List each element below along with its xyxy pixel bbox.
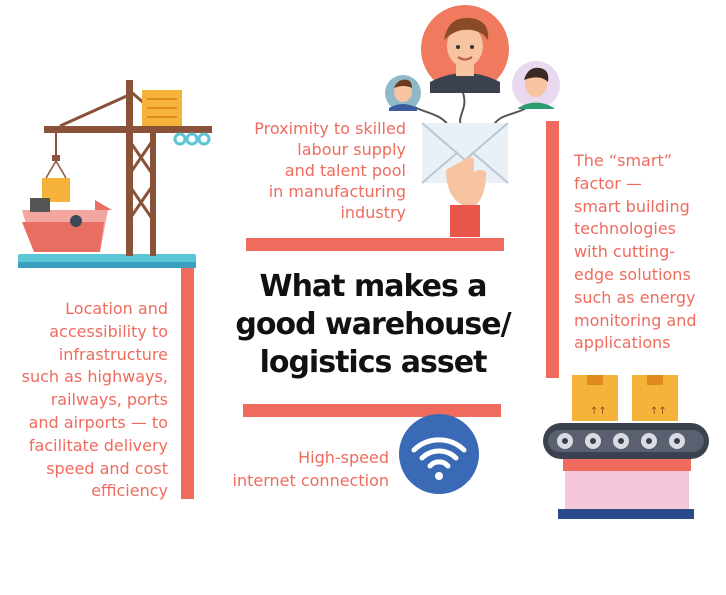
caption-line: railways, ports	[50, 390, 168, 410]
connector-bar-right-vertical	[546, 121, 559, 378]
caption-internet: High-speed internet connection	[233, 446, 390, 492]
people-envelope-icon	[385, 5, 560, 237]
caption-talent: Proximity to skilled labour supply and t…	[254, 118, 406, 223]
caption-line: speed and cost	[46, 458, 168, 478]
caption-smart-factor: The “smart” factor — smart building tech…	[574, 150, 697, 355]
svg-text:↑↑: ↑↑	[590, 406, 607, 417]
caption-line: technologies	[574, 219, 676, 239]
caption-line: factor —	[574, 173, 642, 193]
caption-line: applications	[574, 333, 671, 353]
wifi-icon	[399, 414, 479, 494]
connector-bar-top	[246, 238, 504, 251]
title-line: logistics asset	[259, 345, 488, 380]
caption-line: edge solutions	[574, 264, 691, 284]
diagram-title: What makes a good warehouse/ logistics a…	[232, 268, 514, 382]
caption-line: such as energy	[574, 287, 696, 307]
caption-line: industry	[340, 203, 406, 222]
connector-bar-middle	[243, 404, 501, 417]
connector-bar-left-vertical	[181, 266, 194, 499]
caption-line: infrastructure	[58, 344, 168, 364]
caption-line: facilitate delivery	[28, 435, 168, 455]
ship-crane-icon	[18, 80, 212, 268]
title-line: What makes a	[259, 269, 487, 304]
caption-line: efficiency	[91, 481, 168, 501]
caption-line: Proximity to skilled	[254, 119, 406, 138]
conveyor-boxes-icon: ↑↑ ↑↑	[543, 375, 709, 519]
caption-line: internet connection	[232, 471, 390, 490]
caption-line: The “smart”	[574, 151, 672, 170]
caption-line: in manufacturing	[268, 182, 406, 201]
caption-line: and talent pool	[284, 161, 406, 180]
caption-line: labour supply	[297, 140, 406, 159]
title-line: good warehouse/	[235, 307, 511, 342]
caption-line: smart building	[574, 196, 690, 216]
caption-line: monitoring and	[574, 310, 697, 330]
caption-line: and airports — to	[28, 412, 168, 432]
caption-line: Location and	[65, 299, 168, 318]
caption-line: with cutting-	[574, 242, 676, 262]
svg-text:↑↑: ↑↑	[650, 406, 667, 417]
caption-line: High-speed	[298, 448, 389, 467]
caption-line: such as highways,	[21, 367, 168, 387]
caption-line: accessibility to	[49, 321, 168, 341]
caption-location: Location and accessibility to infrastruc…	[22, 298, 168, 503]
